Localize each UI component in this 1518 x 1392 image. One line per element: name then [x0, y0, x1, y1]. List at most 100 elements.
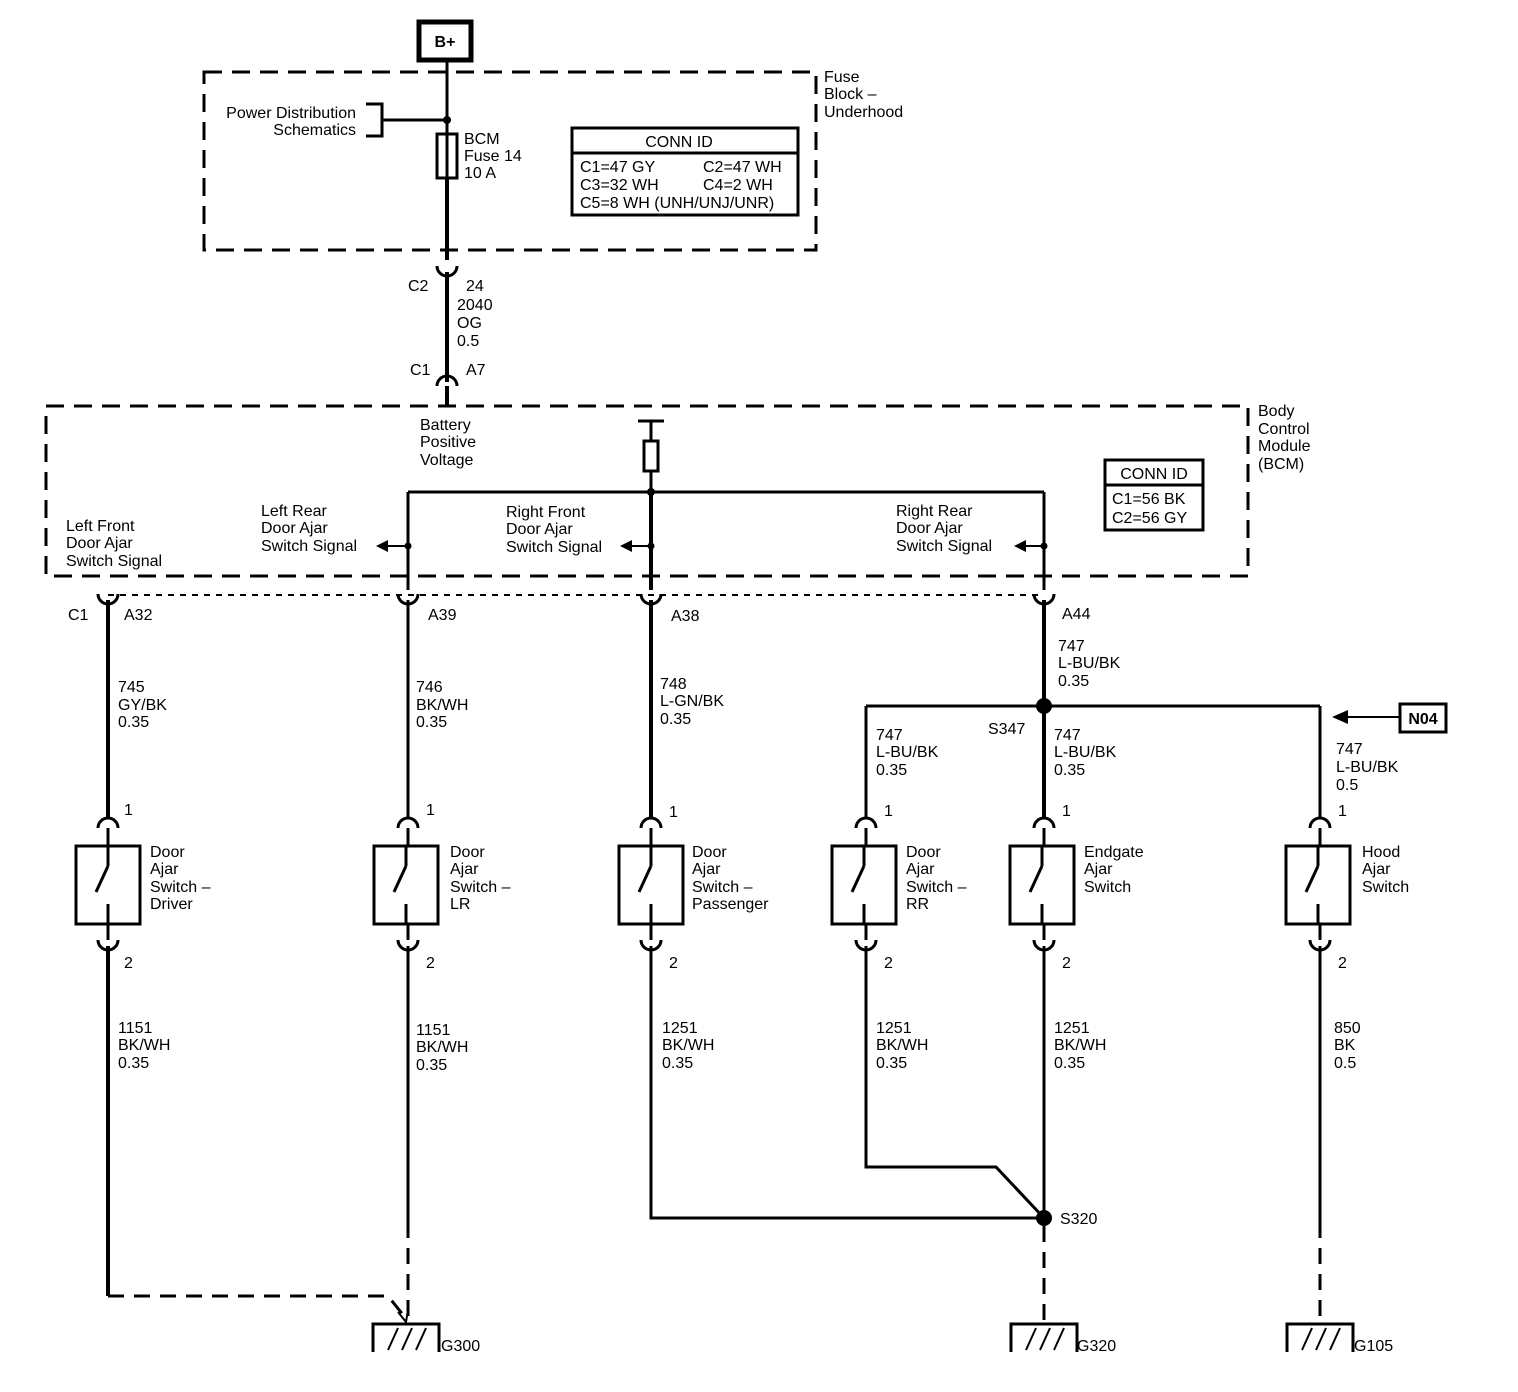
circuit-1251-endgate-label: 1251 BK/WH 0.35	[1054, 1020, 1106, 1072]
splice-s320	[1036, 1210, 1052, 1226]
svg-text:BK/WH: BK/WH	[416, 697, 468, 714]
svg-text:C2: C2	[408, 278, 429, 295]
svg-text:0.35: 0.35	[876, 1055, 907, 1072]
svg-text:CONN ID: CONN ID	[1120, 466, 1188, 483]
svg-text:Switch Signal: Switch Signal	[896, 538, 992, 555]
svg-text:Switch Signal: Switch Signal	[506, 539, 602, 556]
circuit-1151-lr-label: 1151 BK/WH 0.35	[416, 1022, 468, 1074]
svg-text:Ajar: Ajar	[150, 861, 179, 878]
svg-text:0.35: 0.35	[118, 714, 149, 731]
svg-text:2: 2	[669, 955, 678, 972]
svg-text:0.35: 0.35	[876, 762, 907, 779]
svg-text:Door: Door	[692, 844, 727, 861]
svg-text:Hood: Hood	[1362, 844, 1400, 861]
bcm-conn-id-table: CONN ID C1=56 BK C2=56 GY	[1103, 458, 1205, 532]
svg-text:Fuse: Fuse	[824, 69, 860, 86]
svg-text:Underhood: Underhood	[824, 104, 903, 121]
svg-text:Endgate: Endgate	[1084, 844, 1144, 861]
bcm-internal-pullup	[638, 419, 664, 496]
svg-text:2: 2	[884, 955, 893, 972]
svg-text:0.35: 0.35	[416, 714, 447, 731]
svg-text:C1=56 BK: C1=56 BK	[1112, 491, 1186, 508]
svg-text:BK/WH: BK/WH	[876, 1037, 928, 1054]
svg-text:0.35: 0.35	[660, 711, 691, 728]
svg-text:1251: 1251	[662, 1020, 698, 1037]
svg-text:2040: 2040	[457, 297, 493, 314]
svg-text:1151: 1151	[416, 1022, 451, 1039]
svg-text:10 A: 10 A	[464, 165, 496, 182]
svg-text:0.35: 0.35	[416, 1057, 447, 1074]
svg-text:1: 1	[1062, 803, 1071, 820]
svg-text:BK/WH: BK/WH	[662, 1037, 714, 1054]
ground-g300: G300	[371, 1322, 480, 1355]
svg-text:N04: N04	[1408, 711, 1437, 728]
svg-text:Left Front: Left Front	[66, 518, 135, 535]
svg-text:C5=8 WH (UNH/UNJ/UNR): C5=8 WH (UNH/UNJ/UNR)	[580, 195, 774, 212]
svg-text:Right Rear: Right Rear	[896, 503, 973, 520]
svg-text:S320: S320	[1060, 1211, 1097, 1228]
circuit-747-endgate-label: 747 L-BU/BK 0.35	[1054, 727, 1117, 779]
svg-text:Switch –: Switch –	[450, 879, 511, 896]
power-distribution-reference: Power Distribution Schematics	[226, 102, 451, 139]
svg-text:Ajar: Ajar	[906, 861, 935, 878]
svg-text:1: 1	[1338, 803, 1347, 820]
svg-text:Left Rear: Left Rear	[261, 503, 327, 520]
splice-s347	[1036, 698, 1052, 714]
ground-g105: G105	[1285, 1322, 1393, 1355]
n04-reference: N04	[1332, 702, 1448, 734]
battery-positive-voltage-label: Battery Positive Voltage	[420, 417, 476, 469]
svg-text:Ajar: Ajar	[450, 861, 479, 878]
svg-text:Voltage: Voltage	[420, 452, 473, 469]
svg-text:Switch –: Switch –	[150, 879, 211, 896]
svg-text:0.35: 0.35	[1058, 673, 1089, 690]
svg-text:Power Distribution: Power Distribution	[226, 105, 356, 122]
svg-text:1251: 1251	[1054, 1020, 1090, 1037]
svg-text:Door Ajar: Door Ajar	[66, 535, 133, 552]
svg-text:850: 850	[1334, 1020, 1361, 1037]
ground-g320: G320	[1009, 1322, 1116, 1355]
circuit-1251-rr-label: 1251 BK/WH 0.35	[876, 1020, 928, 1072]
svg-text:Door Ajar: Door Ajar	[261, 520, 328, 537]
svg-text:L-BU/BK: L-BU/BK	[876, 744, 939, 761]
door-ajar-switch-driver: 1 2 Door Ajar Switch – Driver	[74, 802, 211, 972]
ground-icon	[371, 1322, 441, 1354]
svg-text:BK/WH: BK/WH	[416, 1039, 468, 1056]
svg-text:Switch: Switch	[1362, 879, 1409, 896]
svg-text:C1: C1	[410, 362, 431, 379]
circuit-1251-passenger-label: 1251 BK/WH 0.35	[662, 1020, 714, 1072]
svg-text:Control: Control	[1258, 421, 1310, 438]
svg-text:Door Ajar: Door Ajar	[506, 521, 573, 538]
door-ajar-switch-lr: 1 2 Door Ajar Switch – LR	[372, 802, 511, 972]
svg-text:A44: A44	[1062, 606, 1091, 623]
svg-text:Door: Door	[906, 844, 941, 861]
svg-text:0.35: 0.35	[662, 1055, 693, 1072]
wire-1251-rr	[864, 946, 1046, 1220]
svg-text:Body: Body	[1258, 403, 1294, 420]
svg-text:L-GN/BK: L-GN/BK	[660, 693, 724, 710]
svg-text:Switch: Switch	[1084, 879, 1131, 896]
svg-text:A32: A32	[124, 607, 153, 624]
svg-text:745: 745	[118, 679, 145, 696]
left-front-signal-label: Left Front Door Ajar Switch Signal	[66, 518, 162, 570]
circuit-747-rr-label: 747 L-BU/BK 0.35	[876, 727, 939, 779]
svg-text:G320: G320	[1077, 1338, 1116, 1355]
right-rear-signal-label: Right Rear Door Ajar Switch Signal	[896, 503, 1048, 555]
svg-text:G105: G105	[1354, 1338, 1393, 1355]
hood-ajar-switch: 1 2 Hood Ajar Switch	[1284, 803, 1409, 972]
svg-text:C2=56 GY: C2=56 GY	[1112, 510, 1187, 527]
svg-text:Door: Door	[450, 844, 485, 861]
circuit-747-hood-label: 747 L-BU/BK 0.5	[1336, 741, 1399, 794]
svg-text:746: 746	[416, 679, 443, 696]
svg-text:747: 747	[876, 727, 903, 744]
svg-text:0.5: 0.5	[1334, 1055, 1356, 1072]
door-ajar-switch-passenger: 1 2 Door Ajar Switch – Passenger	[617, 804, 769, 972]
svg-text:LR: LR	[450, 896, 470, 913]
svg-text:Switch –: Switch –	[692, 879, 753, 896]
right-front-signal-label: Right Front Door Ajar Switch Signal	[506, 504, 655, 556]
svg-text:BK/WH: BK/WH	[118, 1037, 170, 1054]
svg-text:747: 747	[1058, 638, 1085, 655]
circuit-1151-driver-label: 1151 BK/WH 0.35	[118, 1020, 170, 1072]
circuit-748-label: 748 L-GN/BK 0.35	[660, 676, 724, 728]
ground-icon	[1285, 1322, 1355, 1354]
svg-text:G300: G300	[441, 1338, 480, 1355]
